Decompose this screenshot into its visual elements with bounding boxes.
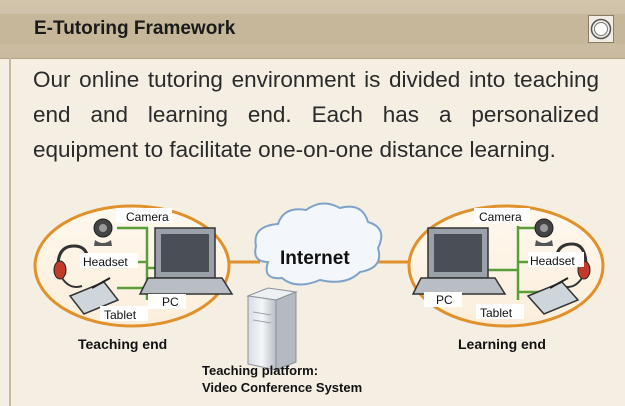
radio-target-icon[interactable] — [588, 15, 614, 43]
internet-label: Internet — [280, 248, 350, 269]
server-icon — [246, 287, 298, 371]
header-strip — [0, 14, 625, 44]
teaching-end-caption: Teaching end — [78, 336, 167, 352]
teaching-end-group: Camera Headset PC Tablet — [33, 204, 234, 328]
camera-icon — [93, 218, 113, 246]
teaching-pc-label: PC — [162, 295, 179, 309]
learning-pc-label: PC — [436, 293, 453, 307]
section-header: E-Tutoring Framework — [0, 0, 625, 59]
laptop-icon — [138, 227, 234, 295]
tablet-icon — [68, 277, 120, 315]
learning-end-group: Camera Headset PC Tablet — [407, 204, 605, 328]
section-title: E-Tutoring Framework — [34, 18, 236, 39]
learning-headset-label: Headset — [530, 254, 575, 268]
teaching-tablet-label: Tablet — [104, 308, 137, 322]
platform-label-line1: Teaching platform: — [202, 363, 318, 378]
learning-end-caption: Learning end — [458, 336, 546, 352]
platform-label-line2: Video Conference System — [202, 380, 362, 395]
camera-icon — [534, 218, 554, 246]
tablet-icon — [526, 277, 580, 315]
teaching-headset-label: Headset — [83, 255, 128, 269]
laptop-icon — [411, 227, 507, 295]
teaching-camera-label: Camera — [126, 210, 169, 224]
intro-paragraph: Our online tutoring environment is divid… — [33, 67, 599, 162]
learning-tablet-label: Tablet — [480, 306, 513, 320]
internet-cloud: Internet — [254, 202, 383, 286]
left-border-rule — [9, 58, 11, 406]
learning-camera-label: Camera — [479, 210, 522, 224]
